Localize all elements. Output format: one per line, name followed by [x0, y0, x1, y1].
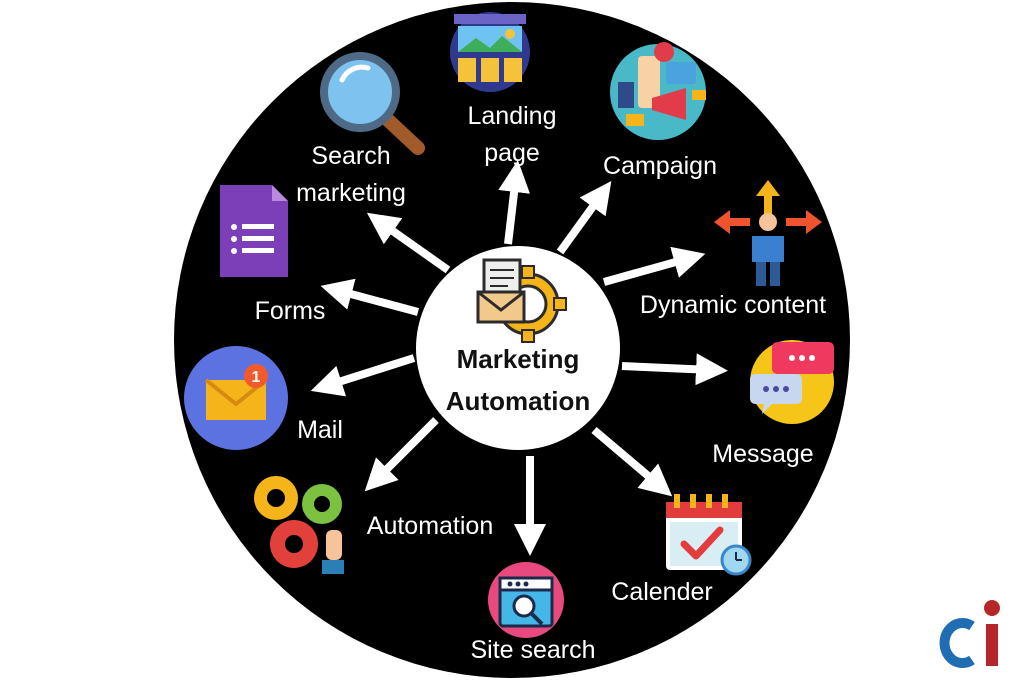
dynamic-content-icon — [714, 180, 822, 286]
node-label-line: Dynamic content — [639, 291, 827, 319]
node-label-forms: Forms — [244, 293, 336, 330]
node-label-calender: Calender — [602, 574, 722, 611]
chat-bubbles-icon — [750, 340, 834, 424]
node-label-line: page — [484, 139, 540, 167]
center-title-line1: Marketing — [456, 344, 580, 374]
brand-logo — [939, 600, 1000, 668]
node-label-landing-page: Landing page — [452, 98, 572, 172]
node-label-line: Calender — [611, 578, 713, 606]
arrow-mail — [310, 354, 416, 397]
node-label-line: Site search — [470, 636, 596, 664]
arrow-search-marketing — [366, 212, 451, 274]
arrow-automation — [364, 417, 439, 492]
center-title: Marketing Automation — [418, 338, 618, 422]
svg-text:1: 1 — [252, 369, 261, 386]
node-label-automation: Automation — [356, 508, 504, 545]
center-title-line2: Automation — [445, 386, 591, 416]
arrow-message — [621, 353, 728, 386]
arrow-campaign — [556, 181, 612, 255]
node-label-search-marketing: Search marketing — [286, 138, 416, 212]
form-document-icon — [220, 185, 288, 277]
node-label-line: Automation — [366, 512, 494, 540]
arrow-calender — [591, 426, 673, 497]
node-label-site-search: Site search — [458, 632, 608, 669]
calendar-icon — [666, 494, 752, 576]
magnifier-icon — [320, 52, 425, 155]
campaign-icon — [610, 42, 706, 140]
node-label-line: Mail — [297, 416, 343, 444]
document-gear-icon — [476, 258, 567, 343]
node-label-line: marketing — [296, 179, 406, 207]
node-label-line: Message — [712, 440, 814, 468]
center-circle — [416, 246, 620, 450]
browser-search-icon — [488, 562, 564, 638]
node-label-dynamic-content: Dynamic content — [630, 287, 836, 324]
node-label-campaign: Campaign — [590, 148, 730, 185]
landing-page-icon — [450, 12, 530, 92]
node-label-line: Landing — [467, 102, 557, 130]
arrow-dynamic-content — [602, 246, 706, 286]
node-label-mail: Mail — [284, 412, 356, 449]
mail-notification-icon: 1 — [184, 346, 288, 450]
node-label-message: Message — [700, 436, 826, 473]
arrow-forms — [320, 278, 420, 316]
node-label-line: Campaign — [603, 152, 717, 180]
arrows-group — [310, 160, 728, 556]
gears-icon — [254, 476, 344, 574]
arrow-landing-page — [498, 160, 531, 245]
node-label-line: Forms — [254, 297, 326, 325]
node-label-line: Search — [311, 142, 391, 170]
